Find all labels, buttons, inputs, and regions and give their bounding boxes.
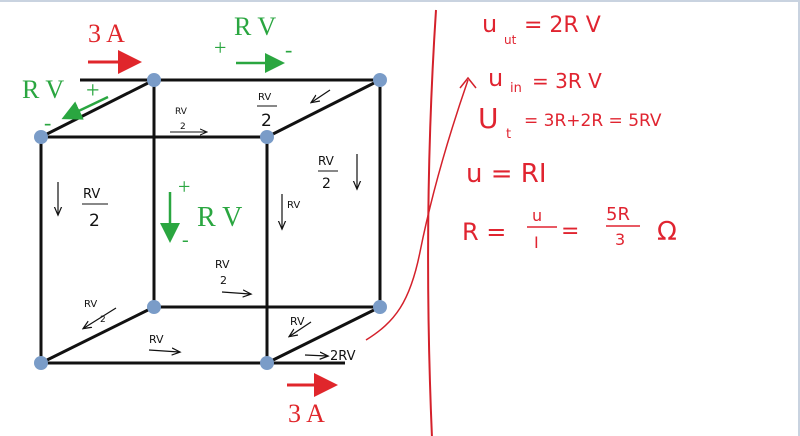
cube-wires (39, 78, 382, 365)
wire-top-left-diag (40, 78, 155, 139)
divider-line (427, 9, 437, 436)
eq5-frac1-num: u (532, 206, 542, 225)
annotation-rv-den: 2 (322, 176, 331, 192)
annotation-arrow (84, 307, 117, 328)
eq5-unit: Ω (657, 217, 677, 247)
annotation-rv-num: RV (215, 258, 230, 271)
annotation-rv-den: 2 (220, 274, 227, 287)
eq2-symbol: u (488, 64, 503, 92)
annotation-arrow (221, 292, 250, 294)
output-current-label: 3 A (288, 399, 325, 428)
node (260, 130, 274, 144)
wire-bottom-left-diag (40, 305, 155, 365)
edge-annotations: RV 2 RV 2 RV 2 RV 2 RV RV 2 RV 2 RV RV 2… (58, 89, 357, 364)
annotation-rv-num: RV (318, 154, 335, 168)
eq2-value: = 3R V (532, 69, 602, 93)
annotation-rv-den: 2 (100, 315, 106, 325)
top-plus-sign: + (214, 35, 226, 60)
node (260, 356, 274, 370)
annotation-rv-den: 2 (89, 211, 100, 231)
top-edge-voltage: R V (234, 12, 276, 41)
eq5-equals: = (561, 219, 579, 244)
node (147, 73, 161, 87)
input-current-label: 3 A (88, 19, 125, 48)
eq5-frac2-num: 5R (606, 204, 630, 225)
eq4: u = RI (466, 159, 547, 189)
wire-top-right-diag (266, 78, 381, 139)
annotation-2rv: 2RV (330, 349, 356, 364)
eq1-value: = 2R V (524, 13, 601, 38)
node (34, 356, 48, 370)
annotation-rv-num: RV (175, 107, 188, 117)
pointer-arrowhead-icon (459, 76, 477, 89)
eq3-symbol: U (478, 102, 499, 135)
pointer-arrow-line (365, 79, 469, 341)
annotation-rv-num: RV (258, 92, 271, 103)
annotation-rv: RV (290, 315, 305, 328)
eq1-symbol: u (482, 10, 497, 38)
eq5-frac1-den: I (534, 233, 539, 252)
node (34, 130, 48, 144)
wire-bottom-right-diag (266, 305, 381, 365)
annotation-rv: RV (287, 200, 300, 211)
inner-minus-sign: - (182, 229, 189, 251)
cube-nodes (34, 73, 387, 370)
left-minus-sign: - (44, 110, 51, 135)
eq5-lhs: R = (462, 218, 506, 246)
eq1-subscript: ut (504, 33, 517, 47)
annotation-arrow (312, 89, 331, 102)
annotation-arrow (148, 350, 179, 352)
node (147, 300, 161, 314)
eq3-value: = 3R+2R = 5RV (524, 111, 662, 131)
annotation-rv-num: RV (83, 187, 100, 202)
inner-plus-sign: + (178, 174, 190, 199)
node (373, 73, 387, 87)
annotation-arrow (290, 321, 312, 336)
eq3-subscript: t (506, 127, 511, 142)
left-edge-voltage: R V (22, 75, 64, 104)
annotation-rv: RV (149, 333, 164, 346)
annotation-rv-den: 2 (180, 122, 186, 132)
inner-voltage: R V (197, 202, 242, 233)
annotation-rv-num: RV (84, 299, 97, 310)
eq2-subscript: in (510, 81, 522, 96)
eq5-frac2-den: 3 (615, 230, 625, 249)
left-plus-sign: + (86, 78, 100, 104)
annotation-arrow (304, 355, 327, 356)
left-voltage-arrow (61, 95, 109, 120)
node (373, 300, 387, 314)
annotation-rv-den: 2 (261, 111, 272, 131)
top-minus-sign: - (285, 37, 292, 62)
equations: u ut = 2R V u in = 3R V U t = 3R+2R = 5R… (462, 10, 677, 252)
